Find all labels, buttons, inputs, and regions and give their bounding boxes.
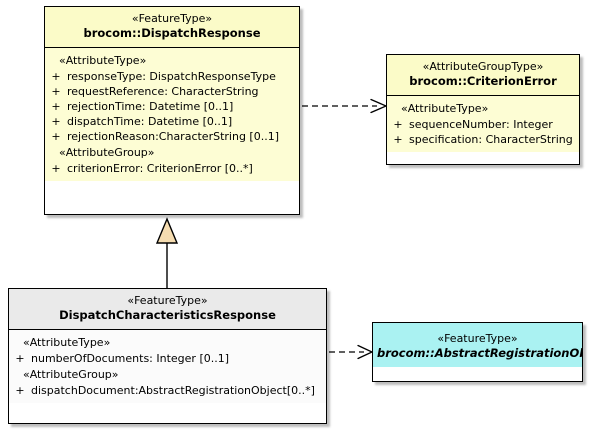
section-label-attribute-group: «AttributeGroup» bbox=[23, 367, 119, 381]
attribute-row: + requestReference: CharacterString bbox=[45, 84, 299, 99]
class-box-abstract-registration-object[interactable]: «FeatureType» brocom::AbstractRegistrati… bbox=[372, 322, 583, 382]
visibility-marker: + bbox=[51, 161, 61, 175]
class-stereotype: «FeatureType» bbox=[131, 12, 213, 25]
attribute-row: + numberOfDocuments: Integer [0..1] bbox=[9, 351, 326, 366]
visibility-marker: + bbox=[51, 84, 61, 98]
class-name: brocom::CriterionError bbox=[409, 74, 557, 89]
visibility-marker: + bbox=[15, 383, 25, 397]
dependency-dispatchcharacteristics-to-abstractregistrationobject bbox=[329, 344, 374, 360]
attribute-row: + criterionError: CriterionError [0..*] bbox=[45, 161, 299, 176]
class-stereotype: «FeatureType» bbox=[437, 332, 518, 345]
class-box-dispatch-response[interactable]: «FeatureType» brocom::DispatchResponse «… bbox=[44, 6, 300, 215]
closed-triangle-arrowhead bbox=[155, 217, 179, 244]
attribute-row: + dispatchDocument:AbstractRegistrationO… bbox=[9, 383, 326, 398]
visibility-marker: + bbox=[51, 114, 61, 128]
section-label-attribute-type: «AttributeType» bbox=[401, 101, 489, 115]
attribute-text: criterionError: CriterionError [0..*] bbox=[67, 161, 253, 175]
attribute-text: requestReference: CharacterString bbox=[67, 84, 259, 98]
class-body-dispatch-response: «AttributeType» + responseType: Dispatch… bbox=[45, 47, 299, 181]
class-body-dispatch-characteristics-response: «AttributeType» + numberOfDocuments: Int… bbox=[9, 329, 326, 403]
attribute-row: + sequenceNumber: Integer bbox=[387, 117, 579, 132]
class-header-abstract-registration-object: «FeatureType» brocom::AbstractRegistrati… bbox=[373, 323, 582, 367]
attribute-text: sequenceNumber: Integer bbox=[409, 117, 553, 131]
visibility-marker: + bbox=[51, 69, 61, 83]
attribute-row: + dispatchTime: Datetime [0..1] bbox=[45, 114, 299, 129]
attribute-text: rejectionReason:CharacterString [0..1] bbox=[67, 129, 279, 143]
class-body-criterion-error: «AttributeType» + sequenceNumber: Intege… bbox=[387, 95, 579, 152]
class-stereotype: «AttributeGroupType» bbox=[422, 60, 544, 73]
class-name: brocom::AbstractRegistrationObject bbox=[377, 346, 582, 361]
class-box-criterion-error[interactable]: «AttributeGroupType» brocom::CriterionEr… bbox=[386, 54, 580, 165]
section-label-attribute-type: «AttributeType» bbox=[59, 53, 147, 67]
class-name: brocom::DispatchResponse bbox=[83, 26, 261, 41]
class-box-dispatch-characteristics-response[interactable]: «FeatureType» DispatchCharacteristicsRes… bbox=[8, 288, 327, 424]
section-label-attribute-group: «AttributeGroup» bbox=[59, 145, 155, 159]
class-name: DispatchCharacteristicsResponse bbox=[59, 308, 276, 323]
attribute-text: dispatchDocument:AbstractRegistrationObj… bbox=[31, 383, 315, 397]
dependency-dispatchresponse-to-criterionerror bbox=[302, 98, 388, 114]
visibility-marker: + bbox=[393, 132, 403, 146]
visibility-marker: + bbox=[393, 117, 403, 131]
visibility-marker: + bbox=[51, 129, 61, 143]
visibility-marker: + bbox=[15, 351, 25, 365]
class-header-dispatch-characteristics-response: «FeatureType» DispatchCharacteristicsRes… bbox=[9, 289, 326, 330]
attribute-text: specification: CharacterString bbox=[409, 132, 573, 146]
generalization-dispatchcharacteristics-to-dispatchresponse bbox=[155, 217, 179, 288]
attribute-text: rejectionTime: Datetime [0..1] bbox=[67, 99, 234, 113]
class-header-criterion-error: «AttributeGroupType» brocom::CriterionEr… bbox=[387, 55, 579, 96]
class-header-dispatch-response: «FeatureType» brocom::DispatchResponse bbox=[45, 7, 299, 48]
attribute-row: + specification: CharacterString bbox=[387, 132, 579, 147]
attribute-text: dispatchTime: Datetime [0..1] bbox=[67, 114, 233, 128]
attribute-row: + rejectionReason:CharacterString [0..1] bbox=[45, 129, 299, 144]
section-label-attribute-type: «AttributeType» bbox=[23, 335, 111, 349]
attribute-text: responseType: DispatchResponseType bbox=[67, 69, 276, 83]
visibility-marker: + bbox=[51, 99, 61, 113]
attribute-row: + responseType: DispatchResponseType bbox=[45, 69, 299, 84]
attribute-row: + rejectionTime: Datetime [0..1] bbox=[45, 99, 299, 114]
class-stereotype: «FeatureType» bbox=[127, 294, 208, 307]
attribute-text: numberOfDocuments: Integer [0..1] bbox=[31, 351, 230, 365]
